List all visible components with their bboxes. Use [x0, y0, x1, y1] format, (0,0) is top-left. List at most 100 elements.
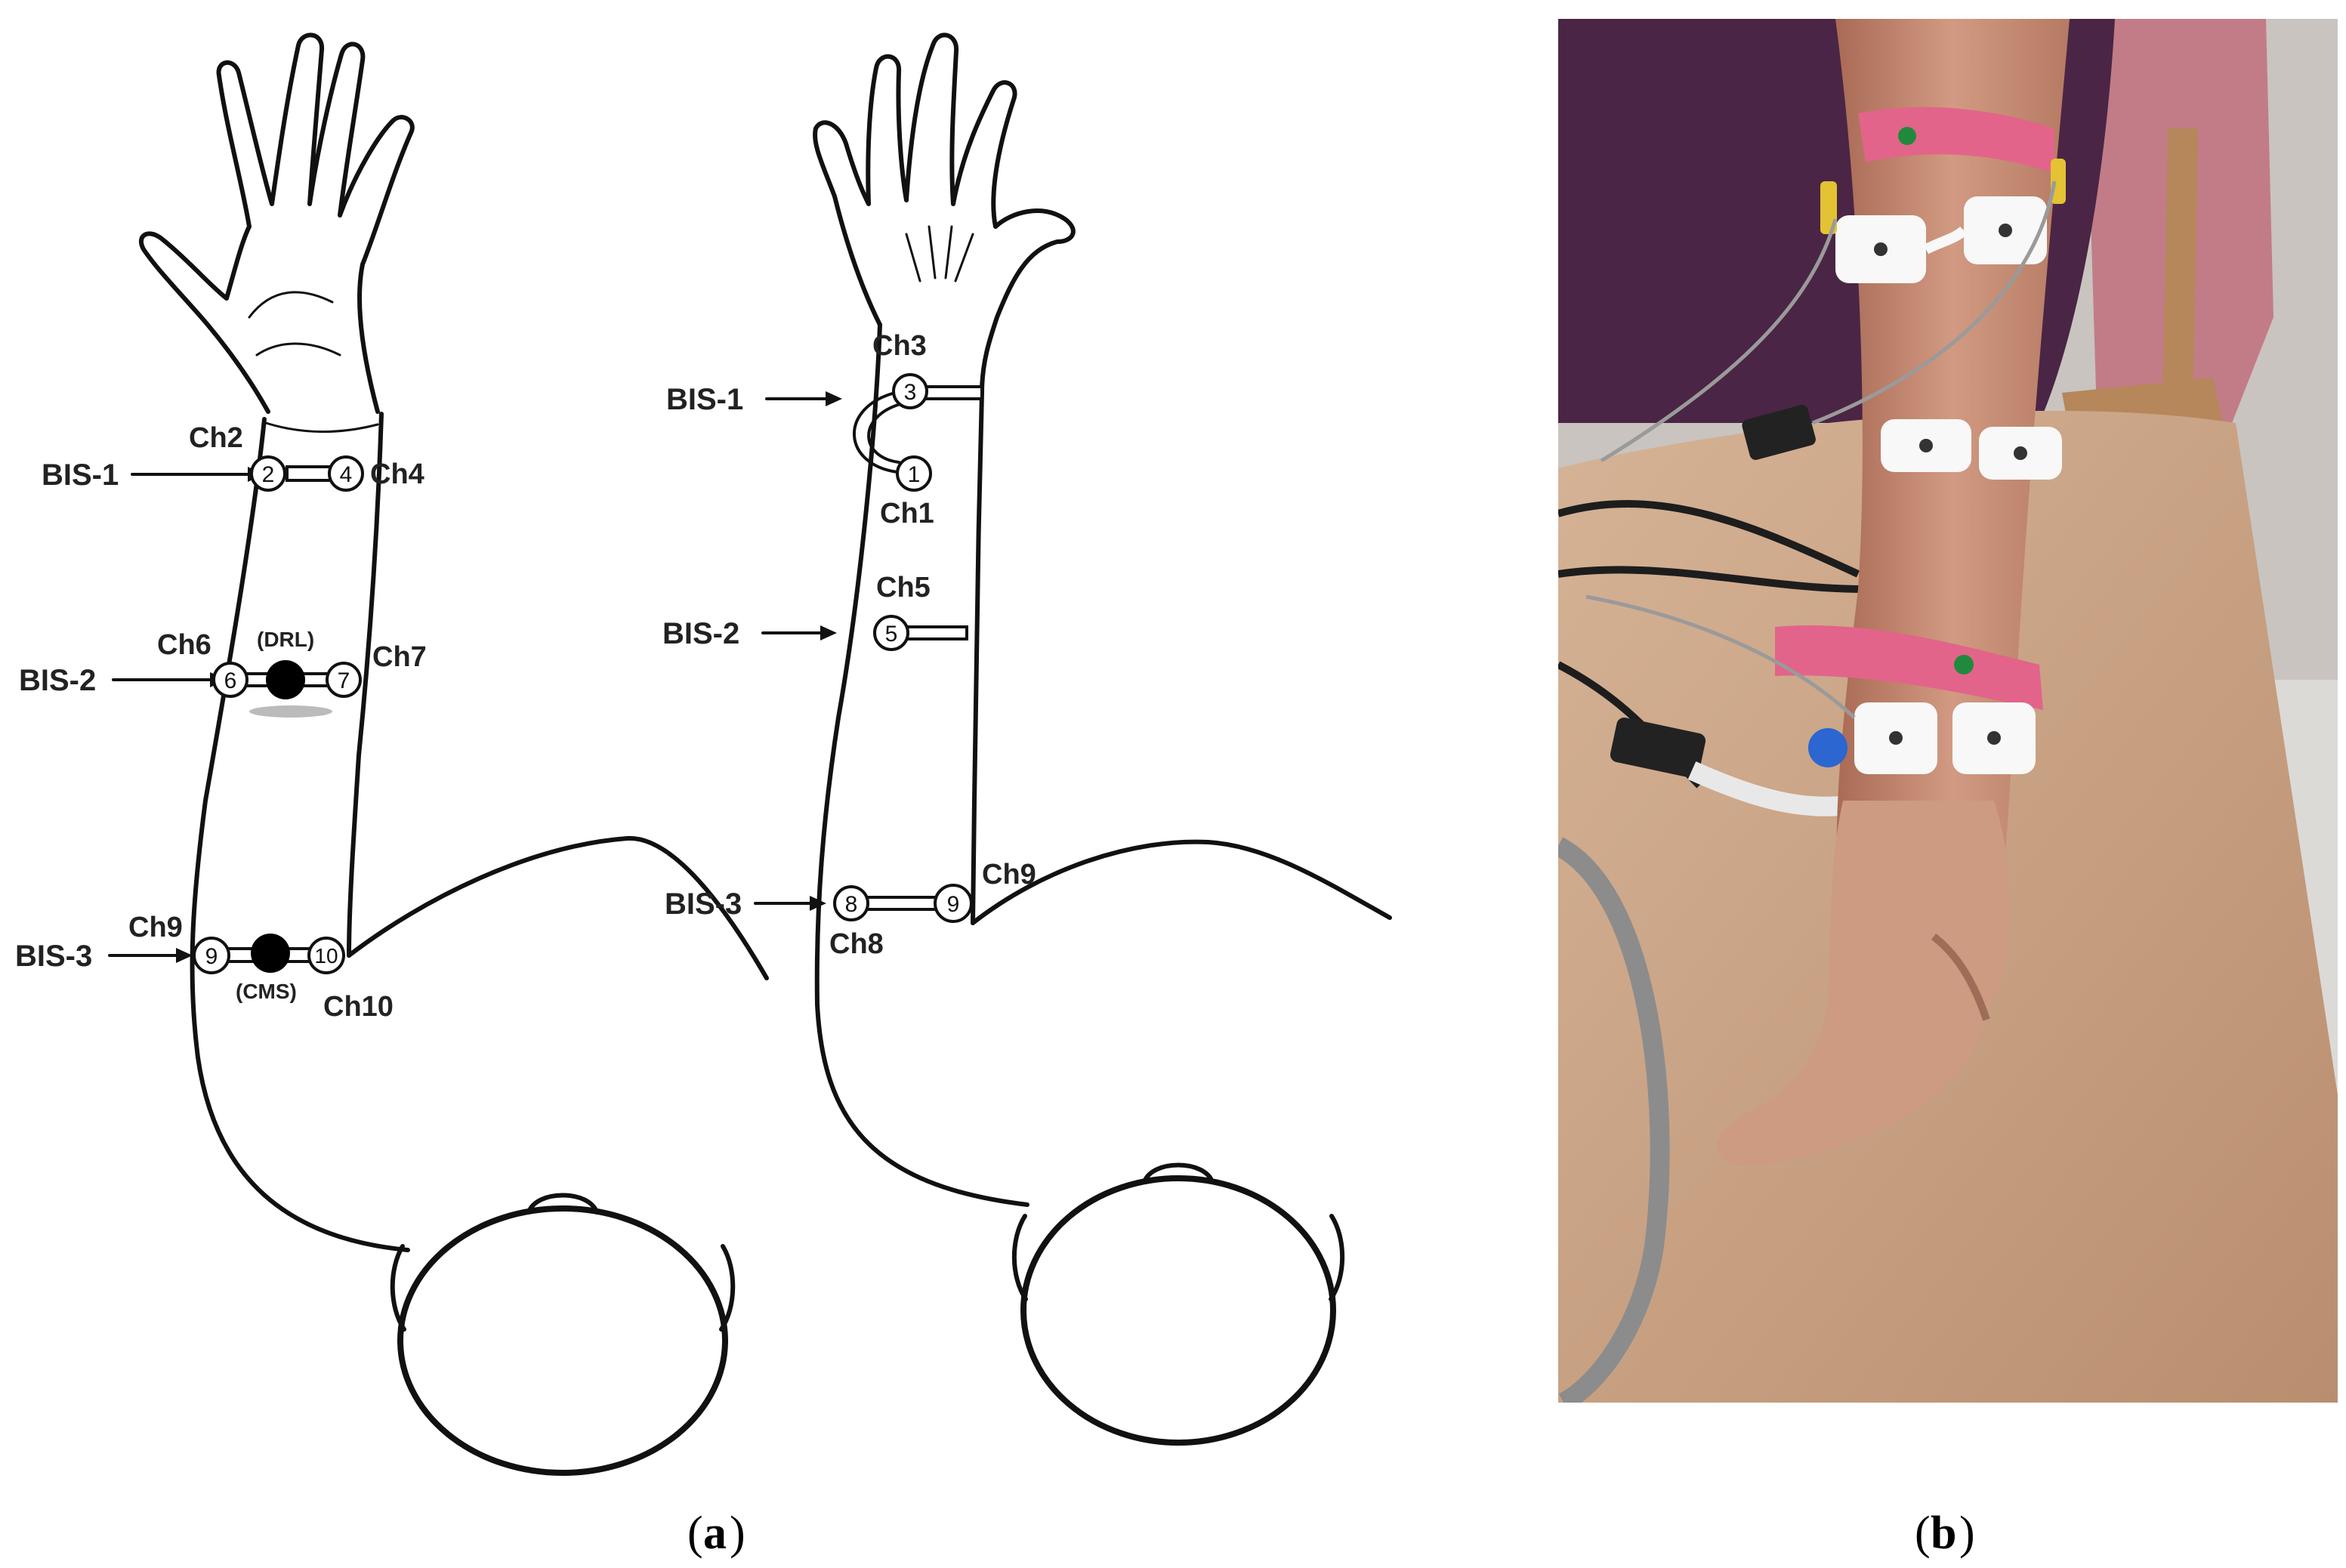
- photo-strip-2-snap-a: [1919, 439, 1933, 452]
- right-bis3-arrowhead: [810, 896, 826, 911]
- right-hand-tendon-2: [928, 225, 937, 279]
- right-arm-outer-edge: [814, 323, 1029, 1207]
- photo-yellow-clip-1: [1820, 181, 1837, 234]
- left-head-ellipse: [397, 1205, 728, 1476]
- left-ch4-label: Ch4: [370, 458, 424, 490]
- left-electrode-2: [250, 455, 286, 492]
- right-hand-tendon-1: [905, 233, 921, 282]
- photo-lead-wire-2: [1812, 181, 2057, 425]
- right-bis3-label: BIS-3: [665, 887, 742, 921]
- right-ch5-label: Ch5: [876, 572, 931, 603]
- left-palm-crease-1: [248, 291, 334, 319]
- left-bis1-label: BIS-1: [42, 458, 119, 492]
- right-head-nose: [1142, 1162, 1215, 1184]
- left-ch2-label: Ch2: [189, 422, 243, 454]
- left-shoulder-line: [347, 835, 769, 980]
- photo-hand: [1717, 801, 2011, 1166]
- right-ch9-label: Ch9: [982, 859, 1036, 890]
- left-drl-shadow: [249, 705, 332, 718]
- photo-strip-3-snap-a: [1889, 731, 1903, 745]
- right-bis2-arrowhead: [820, 625, 837, 640]
- right-head: [1011, 1162, 1345, 1446]
- panel-a-right-arm: BIS-1 BIS-2 BIS-3 Ch3 Ch1 Ch5 Ch9 Ch8 3 …: [662, 32, 1392, 1446]
- left-cms-electrode: [251, 934, 290, 973]
- left-electrode-10-number: 10: [314, 944, 338, 968]
- right-electrode-8-number: 8: [845, 892, 858, 917]
- photo-electrode-strip-2: [1881, 419, 2062, 480]
- left-palm-crease-2: [255, 342, 341, 357]
- left-electrode-10: [307, 937, 345, 974]
- left-cms-label: (CMS): [236, 980, 297, 1003]
- right-hand-outline: [813, 32, 1076, 395]
- left-head-nose: [526, 1193, 599, 1215]
- caption-a-close: ): [730, 1508, 745, 1559]
- left-electrode-4-number: 4: [340, 462, 353, 487]
- right-ch3-label: Ch3: [872, 330, 927, 362]
- left-drl-label: (DRL): [257, 628, 314, 651]
- left-wrist-crease: [264, 421, 379, 433]
- photo-blue-electrode: [1808, 728, 1847, 767]
- right-electrode-9: [934, 884, 973, 923]
- caption-b-open: (: [1915, 1508, 1931, 1559]
- right-electrode-1: [896, 455, 932, 492]
- photo-lead-wire-3: [1585, 594, 1856, 719]
- photo-black-cable-2: [1558, 566, 1866, 593]
- panel-a-left-arm: BIS-1 BIS-2 BIS-3 Ch2 Ch4 Ch6 Ch7 Ch9 Ch…: [15, 32, 769, 1476]
- photo-strip-1-lead: [1923, 226, 1968, 255]
- left-ch10-label: Ch10: [323, 991, 394, 1023]
- photo-electrode-strip-1: [1835, 196, 2047, 283]
- caption-b-close: ): [1959, 1508, 1975, 1559]
- left-head-ear-left: [390, 1244, 406, 1332]
- right-bis2-label: BIS-2: [662, 617, 739, 650]
- right-arm-inner-edge: [971, 390, 984, 925]
- photo-strip-1-snap-a: [1874, 242, 1888, 256]
- right-electrode-bar-8-9: [863, 896, 942, 911]
- photo-strip-1-snap-b: [1999, 224, 2012, 237]
- left-bis3-arrowhead: [176, 948, 193, 963]
- left-ch9-label: Ch9: [128, 912, 183, 943]
- right-electrode-5-number: 5: [885, 622, 898, 647]
- right-head-ellipse: [1020, 1175, 1336, 1446]
- right-ch8-label: Ch8: [829, 928, 884, 960]
- left-ch7-label: Ch7: [372, 641, 427, 673]
- right-bis1-label: BIS-1: [666, 383, 743, 416]
- left-electrode-9-number: 9: [205, 944, 218, 969]
- photo-strip-3-snap-b: [1987, 731, 2001, 745]
- right-loop-3-1: [853, 391, 899, 474]
- right-electrode-1-number: 1: [908, 462, 921, 487]
- left-electrode-9: [193, 937, 230, 974]
- left-ch6-label: Ch6: [157, 629, 211, 661]
- photo-pink-band-lower: [1775, 625, 2043, 710]
- photo-connector-box-2: [1742, 405, 1816, 460]
- right-bis1-arrowhead: [826, 391, 842, 406]
- right-ch1-label: Ch1: [880, 498, 934, 529]
- photo-connector-box: [1610, 718, 1706, 778]
- right-electrode-8: [833, 885, 869, 921]
- left-electrode-4: [328, 455, 364, 492]
- right-head-ear-right: [1329, 1214, 1345, 1301]
- right-loop-3-1-inner: [867, 403, 902, 464]
- photo-grey-cable: [1558, 837, 1670, 1403]
- left-arm-outer-edge: [190, 417, 410, 1252]
- left-electrode-7-number: 7: [338, 668, 350, 693]
- left-bis2-label: BIS-2: [19, 664, 96, 697]
- right-hand-tendon-3: [944, 225, 953, 279]
- right-electrode-5: [873, 615, 909, 651]
- right-head-ear-left: [1011, 1214, 1028, 1301]
- left-bis3-label: BIS-3: [15, 940, 92, 973]
- left-electrode-2-number: 2: [262, 462, 275, 487]
- left-head: [390, 1193, 736, 1476]
- photo-finger: [1931, 934, 1990, 1021]
- photo-yellow-clip-2: [2051, 159, 2066, 204]
- caption-a-letter: a: [703, 1508, 727, 1559]
- left-electrode-6: [212, 662, 248, 698]
- right-electrode-9-number: 9: [947, 892, 960, 917]
- caption-a-open: (: [687, 1508, 703, 1559]
- left-electrode-7: [326, 662, 362, 698]
- photo-black-cable-1: [1558, 500, 1860, 578]
- right-shoulder-line: [971, 839, 1392, 925]
- photo-green-snap-2: [1954, 655, 1974, 674]
- photo-electrode-strip-3: [1854, 702, 2036, 774]
- left-hand-outline: [139, 32, 415, 414]
